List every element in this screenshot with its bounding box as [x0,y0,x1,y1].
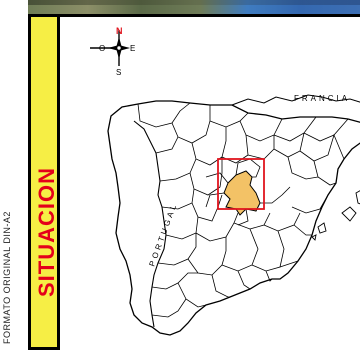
compass-south-label: S [116,68,121,77]
sheet-title: SITUACION [34,167,59,297]
format-note: FORMATO ORIGINAL DIN-A2 [2,211,12,344]
balearic-islands [311,190,360,241]
peninsula-outline [107,100,360,336]
iberia-map: N O E S [90,26,360,336]
france-border [231,94,360,106]
compass-east-label: E [130,44,135,53]
location-map: N O E S [60,17,360,350]
portugal-border [133,120,167,328]
region-borders [205,158,291,226]
madrid-region [223,170,261,216]
compass-rose-icon: N O E S [90,26,135,77]
aerial-photo-shade [28,0,360,5]
france-label: FRANCIA [294,94,350,103]
title-panel: SITUACION [31,17,60,347]
portugal-label: PORTUGAL [147,201,179,268]
compass-north-label: N [116,26,123,36]
location-sheet: SITUACION N O E S [28,14,360,350]
madrid-highlight-box [217,158,265,210]
compass-west-label: O [99,44,105,53]
